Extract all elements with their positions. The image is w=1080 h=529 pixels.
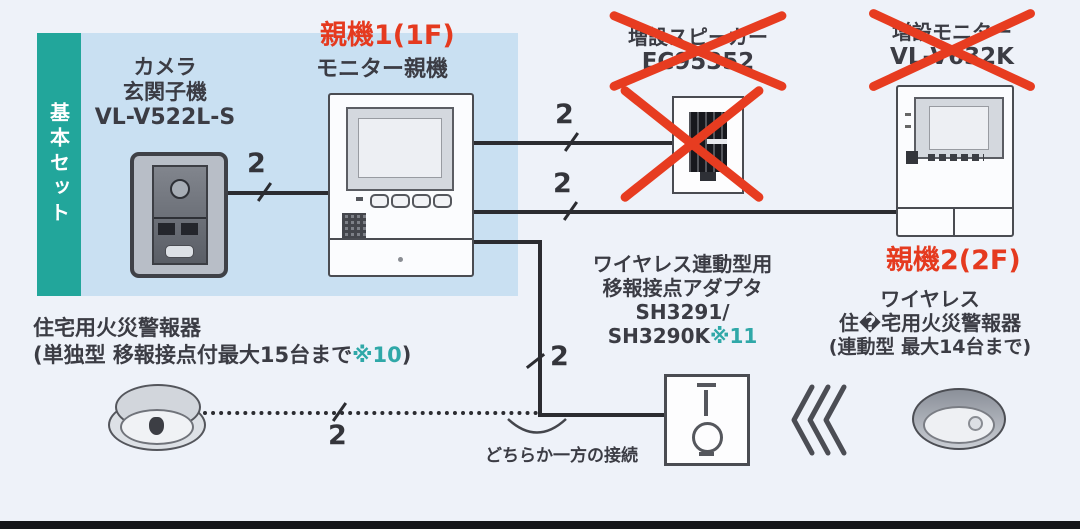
expansion-monitor-illustration <box>896 85 1014 237</box>
wireless-smoke-alarm-illustration <box>912 388 1006 450</box>
wired-alarm-detail-text: (単独型 移報接点付最大15台まで <box>33 343 353 367</box>
button-mark <box>356 197 363 201</box>
speaker-grille-gap <box>707 139 727 144</box>
speaker-square <box>906 151 918 164</box>
adapter-model: SH3290K <box>607 324 711 348</box>
button-mark <box>905 125 911 128</box>
footnote-10: ※10 <box>352 343 402 367</box>
wireless-alarm-label: ワイヤレス 住�宅用火災警報器 (連動型 最大14台まで) <box>825 287 1035 359</box>
bottom-edge-bar <box>0 521 1080 529</box>
monitor-button <box>433 194 452 208</box>
either-connection-arc <box>507 418 567 434</box>
wire-slash-mark <box>525 353 546 369</box>
wired-alarm-label: 住宅用火災警報器 (単独型 移報接点付最大15台まで※10) <box>33 315 411 369</box>
monitor-screen <box>929 106 989 150</box>
camera-lens-icon <box>170 179 190 199</box>
speaker-window <box>158 223 175 235</box>
door-station-name-line2: 玄関子機 <box>123 80 207 104</box>
doorbell-button <box>165 245 194 258</box>
speaker-tab <box>700 172 716 181</box>
wire-main-to-monitor2 <box>470 210 898 214</box>
adapter-model-line2: SH3290K※11 <box>575 324 790 348</box>
monitor-button <box>370 194 389 208</box>
divider <box>898 207 1012 209</box>
footnote-11: ※11 <box>710 324 758 348</box>
wireless-alarm-title-line1: ワイヤレス <box>880 287 980 311</box>
divider <box>330 238 472 240</box>
relay-adapter-illustration <box>664 374 750 466</box>
relay-adapter-label: ワイヤレス連動型用 移報接点アダプタ SH3291/ SH3290K※11 <box>575 252 790 348</box>
divider <box>953 207 955 235</box>
wire-count-label: 2 <box>328 420 347 451</box>
crossout-x-icon <box>618 84 766 204</box>
wired-alarm-title: 住宅用火災警報器 <box>33 316 201 340</box>
door-station-model: VL-V522L-S <box>94 105 236 130</box>
speaker-grille <box>342 213 366 239</box>
adapter-name-line1: ワイヤレス連動型用 <box>592 252 773 276</box>
alarm-face <box>923 406 995 444</box>
wire-main-to-adapter-h2 <box>538 413 666 417</box>
main-unit-1-name: モニター親機 <box>316 57 449 82</box>
main-unit-2-floor-label: 親機2(2F) <box>886 245 1021 276</box>
basic-set-ribbon: 基本セット <box>37 33 81 296</box>
indicator-dot <box>398 257 403 262</box>
button-mark <box>905 113 911 116</box>
main-monitor-1-illustration <box>328 93 474 277</box>
wire-dotted-alarm <box>203 411 538 415</box>
wired-alarm-detail-close: ) <box>401 343 412 367</box>
adapter-mark <box>699 452 714 456</box>
door-station-illustration <box>130 152 228 278</box>
monitor-screen-frame <box>346 107 454 191</box>
basic-set-label: 基本セット <box>46 102 71 227</box>
wire-count-label: 2 <box>247 148 266 179</box>
adapter-sounder <box>692 422 723 453</box>
alarm-sensor <box>149 417 164 435</box>
wire-door-to-main <box>220 191 330 195</box>
door-station-label: カメラ 玄関子機 VL-V522L-S <box>70 55 260 130</box>
monitor-screen-frame <box>914 97 1004 159</box>
monitor-screen <box>358 118 442 178</box>
wireless-alarm-title-line2: 住�宅用火災警報器 <box>838 311 1022 335</box>
adapter-model-line1: SH3291/ <box>635 300 730 324</box>
adapter-name-line2: 移報接点アダプタ <box>602 276 763 300</box>
main-unit-1-floor-label: 親機1(1F) <box>320 20 455 51</box>
adapter-antenna <box>704 390 708 416</box>
monitor-button <box>391 194 410 208</box>
wire-count-label: 2 <box>553 168 572 199</box>
wire-main-to-adapter-h1 <box>470 240 542 244</box>
crossout-x-icon <box>867 7 1037 93</box>
wire-count-label: 2 <box>550 341 569 372</box>
adapter-mark <box>697 383 716 387</box>
wired-alarm-detail: (単独型 移報接点付最大15台まで※10) <box>33 342 411 369</box>
wire-main-to-adapter-vertical <box>538 240 542 417</box>
wired-smoke-alarm-illustration <box>108 384 206 454</box>
monitor-button <box>412 194 431 208</box>
door-station-name-line1: カメラ <box>133 55 197 79</box>
button-row <box>928 154 984 161</box>
wire-count-label: 2 <box>555 99 574 130</box>
either-connection-note: どちらか一方の接続 <box>485 446 638 466</box>
crossout-x-icon <box>608 9 788 93</box>
divider <box>154 217 206 219</box>
wireless-signal-icon <box>791 384 847 456</box>
alarm-indicator <box>968 416 983 431</box>
wireless-alarm-detail: (連動型 最大14台まで) <box>828 336 1032 358</box>
speaker-window <box>181 223 198 235</box>
door-station-face <box>152 165 208 265</box>
